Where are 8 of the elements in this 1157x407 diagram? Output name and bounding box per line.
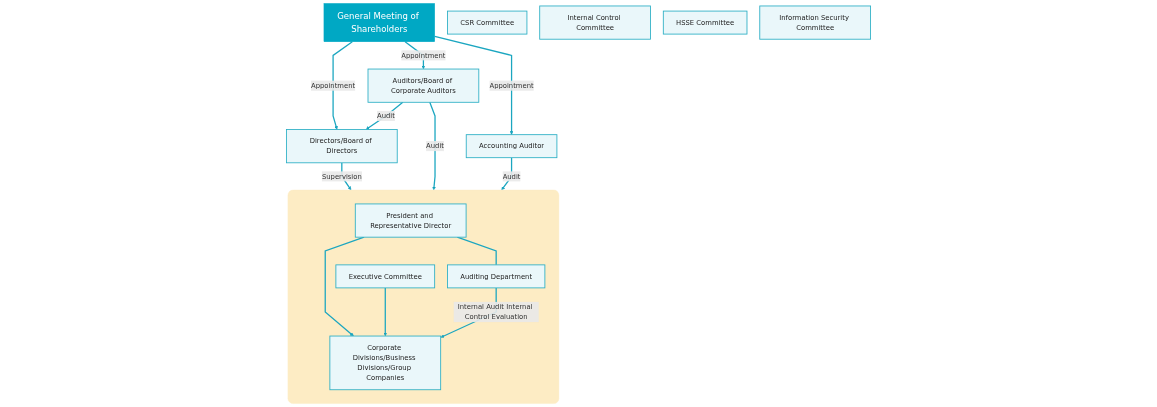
arrow xyxy=(332,41,353,130)
arrow xyxy=(383,287,388,337)
arrow xyxy=(429,101,436,191)
arrow xyxy=(365,101,404,130)
arrow xyxy=(434,35,514,135)
arrow xyxy=(501,157,513,191)
cluster xyxy=(287,189,560,404)
node-box: General Meeting of Shareholders xyxy=(323,3,435,42)
